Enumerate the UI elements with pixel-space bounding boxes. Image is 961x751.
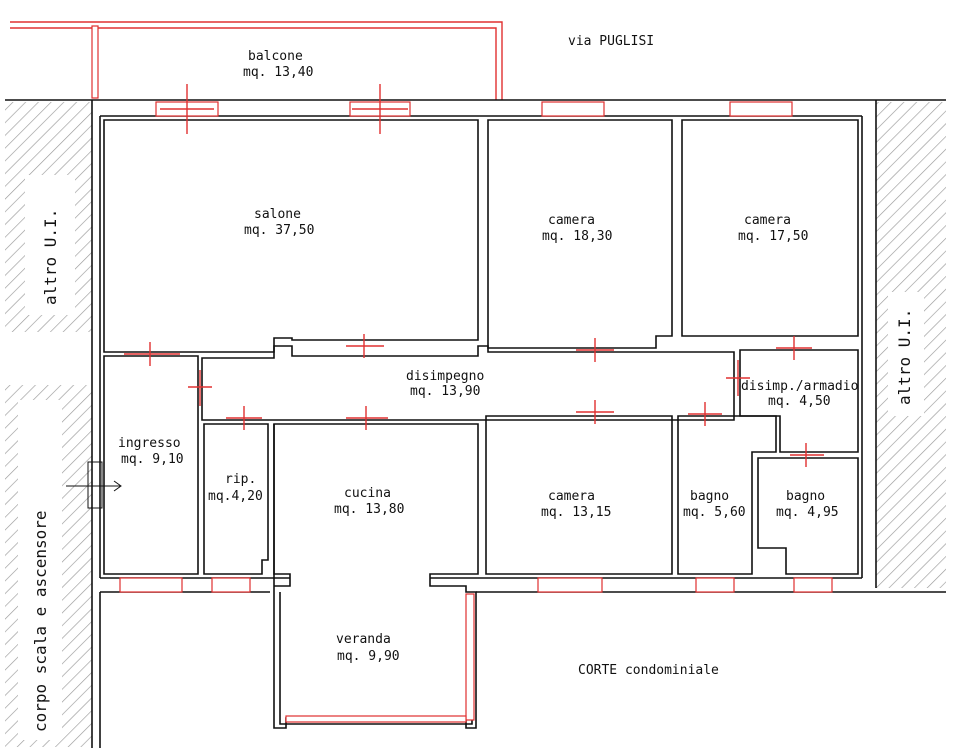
room-salone-area: mq. 37,50 <box>244 223 314 238</box>
interior-walls <box>103 119 859 729</box>
room-ingresso-name: ingresso <box>118 436 181 451</box>
openings <box>66 84 833 723</box>
room-veranda-name: veranda <box>336 632 391 647</box>
room-bagno-2-area: mq. 4,95 <box>776 505 839 520</box>
neighbour-left-label: altro U.I. <box>41 209 60 305</box>
window-camera-2 <box>729 101 793 117</box>
street-label: via PUGLISI <box>568 34 654 49</box>
room-disimp-armadio-name: disimp./armadio <box>741 379 858 394</box>
stair-elevator-label: corpo scala e ascensore <box>31 510 50 732</box>
room-camera-2-name: camera <box>744 213 791 228</box>
room-camera-3-area: mq. 13,15 <box>541 505 611 520</box>
entrance-door <box>87 461 103 509</box>
room-rip-name: rip. <box>225 472 256 487</box>
room-disimp-armadio-area: mq. 4,50 <box>768 394 831 409</box>
room-salone-name: salone <box>254 207 301 222</box>
veranda-glazing-right <box>465 593 475 721</box>
room-disimpegno-area: mq. 13,90 <box>410 384 480 399</box>
room-cucina-area: mq. 13,80 <box>334 502 404 517</box>
window-camera-1 <box>541 101 605 117</box>
room-rip-area: mq.4,20 <box>208 489 263 504</box>
room-balcone-area: mq. 13,40 <box>243 65 313 80</box>
window-ingresso <box>119 577 183 593</box>
courtyard-label: CORTE condominiale <box>578 663 719 678</box>
room-bagno-1-name: bagno <box>690 489 729 504</box>
room-veranda-area: mq. 9,90 <box>337 649 400 664</box>
room-camera-3-name: camera <box>548 489 595 504</box>
veranda-glazing-bottom <box>285 715 467 723</box>
room-camera-1-name: camera <box>548 213 595 228</box>
window-bagno-2 <box>793 577 833 593</box>
labels: via PUGLISI CORTE condominiale altro U.I… <box>31 34 914 732</box>
room-bagno-2-name: bagno <box>786 489 825 504</box>
room-camera-1-area: mq. 18,30 <box>542 229 612 244</box>
balcony-railing <box>10 21 503 100</box>
window-bagno-1 <box>695 577 735 593</box>
neighbour-right-label: altro U.I. <box>895 309 914 405</box>
room-ingresso-area: mq. 9,10 <box>121 452 184 467</box>
room-balcone-name: balcone <box>248 49 303 64</box>
room-disimpegno-name: disimpegno <box>406 369 484 384</box>
room-bagno-1-area: mq. 5,60 <box>683 505 746 520</box>
window-camera-3 <box>537 577 603 593</box>
room-cucina-name: cucina <box>344 486 391 501</box>
window-rip <box>211 577 251 593</box>
room-camera-2-area: mq. 17,50 <box>738 229 808 244</box>
